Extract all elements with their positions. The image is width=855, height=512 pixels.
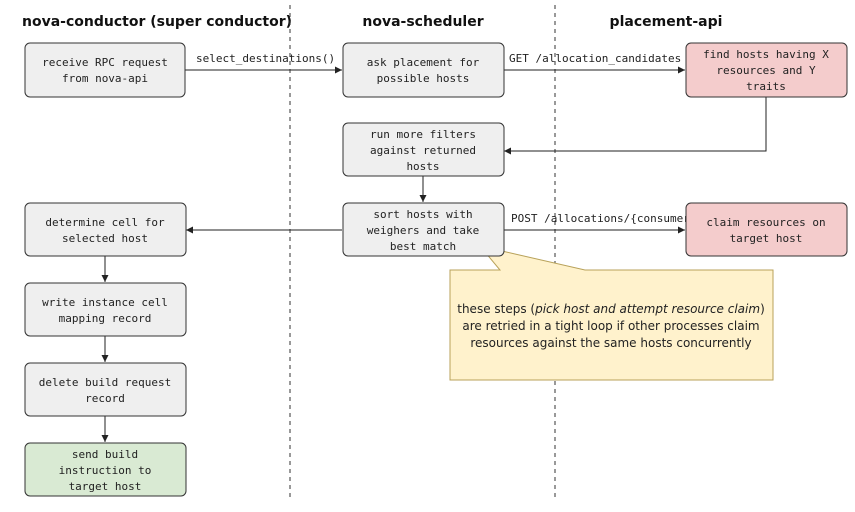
node-delete-build-request-text-line: delete build request bbox=[39, 376, 171, 389]
lane-title-placement: placement-api bbox=[610, 14, 723, 30]
node-run-filters-text: run more filters against returned hosts bbox=[370, 128, 476, 173]
node-send-build-text-line: target host bbox=[69, 480, 142, 493]
node-run-filters bbox=[342, 122, 505, 177]
node-sort-hosts-text: sort hosts with weighers and take best mat… bbox=[367, 208, 480, 253]
edge-label-post-allocations: POST /allocations/{consumer} bbox=[511, 212, 696, 225]
retry-note bbox=[449, 245, 774, 381]
node-write-mapping-text-line: write instance cell bbox=[42, 296, 168, 309]
node-ask-placement bbox=[342, 42, 505, 98]
node-find-hosts-text-line: find hosts having X bbox=[703, 48, 829, 61]
retry-note-line-3: resources against the same hosts concurr… bbox=[470, 336, 751, 350]
node-ask-placement-text-line: ask placement for bbox=[367, 56, 480, 69]
node-write-mapping bbox=[24, 282, 187, 337]
node-sort-hosts-text-line: best match bbox=[390, 240, 456, 253]
node-write-mapping-text: write instance cell mapping record bbox=[42, 296, 168, 325]
node-find-hosts-text: find hosts having X resources and Y traits bbox=[703, 48, 829, 93]
edge-label-get-candidates: GET /allocation_candidates bbox=[509, 52, 681, 65]
node-delete-build-request bbox=[24, 362, 187, 417]
node-send-build-text: send build instruction to target host bbox=[59, 448, 152, 493]
node-send-build bbox=[24, 442, 187, 497]
node-claim-resources-text-line: target host bbox=[730, 232, 803, 245]
node-claim-resources bbox=[685, 202, 848, 257]
edge-candidates-to-filters bbox=[504, 97, 767, 155]
node-receive-rpc bbox=[24, 42, 186, 98]
node-delete-build-request-text: delete build request record bbox=[39, 376, 171, 405]
node-find-hosts-text-line: traits bbox=[746, 80, 786, 93]
node-send-build-text-line: send build bbox=[72, 448, 138, 461]
node-ask-placement-text-line: possible hosts bbox=[377, 72, 470, 85]
node-receive-rpc-text-line: from nova-api bbox=[62, 72, 148, 85]
node-find-hosts bbox=[685, 42, 848, 98]
node-receive-rpc-text: receive RPC request from nova-api bbox=[42, 56, 168, 85]
node-send-build-text-line: instruction to bbox=[59, 464, 152, 477]
node-determine-cell-text-line: determine cell for bbox=[45, 216, 165, 229]
node-run-filters-text-line: run more filters bbox=[370, 128, 476, 141]
lane-title-conductor: nova-conductor (super conductor) bbox=[22, 14, 292, 30]
node-determine-cell bbox=[24, 202, 187, 257]
node-sort-hosts bbox=[342, 202, 505, 257]
node-write-mapping-text-line: mapping record bbox=[59, 312, 152, 325]
node-receive-rpc-text-line: receive RPC request bbox=[42, 56, 168, 69]
node-run-filters-text-line: against returned bbox=[370, 144, 476, 157]
node-run-filters-text-line: hosts bbox=[406, 160, 439, 173]
edge-label-select-destinations: select_destinations() bbox=[196, 52, 335, 65]
node-sort-hosts-text-line: weighers and take bbox=[367, 224, 480, 237]
retry-note-line-2: are retried in a tight loop if other pro… bbox=[462, 319, 759, 333]
node-ask-placement-text: ask placement for possible hosts bbox=[367, 56, 480, 85]
node-find-hosts-text-line: resources and Y bbox=[716, 64, 816, 77]
retry-note-line-1: these steps (pick host and attempt resou… bbox=[457, 302, 765, 316]
node-delete-build-request-text-line: record bbox=[85, 392, 125, 405]
node-claim-resources-text-line: claim resources on bbox=[706, 216, 825, 229]
node-sort-hosts-text-line: sort hosts with bbox=[373, 208, 472, 221]
lane-title-scheduler: nova-scheduler bbox=[362, 14, 483, 30]
node-claim-resources-text: claim resources on target host bbox=[706, 216, 825, 245]
node-determine-cell-text-line: selected host bbox=[62, 232, 148, 245]
node-determine-cell-text: determine cell for selected host bbox=[45, 216, 165, 245]
